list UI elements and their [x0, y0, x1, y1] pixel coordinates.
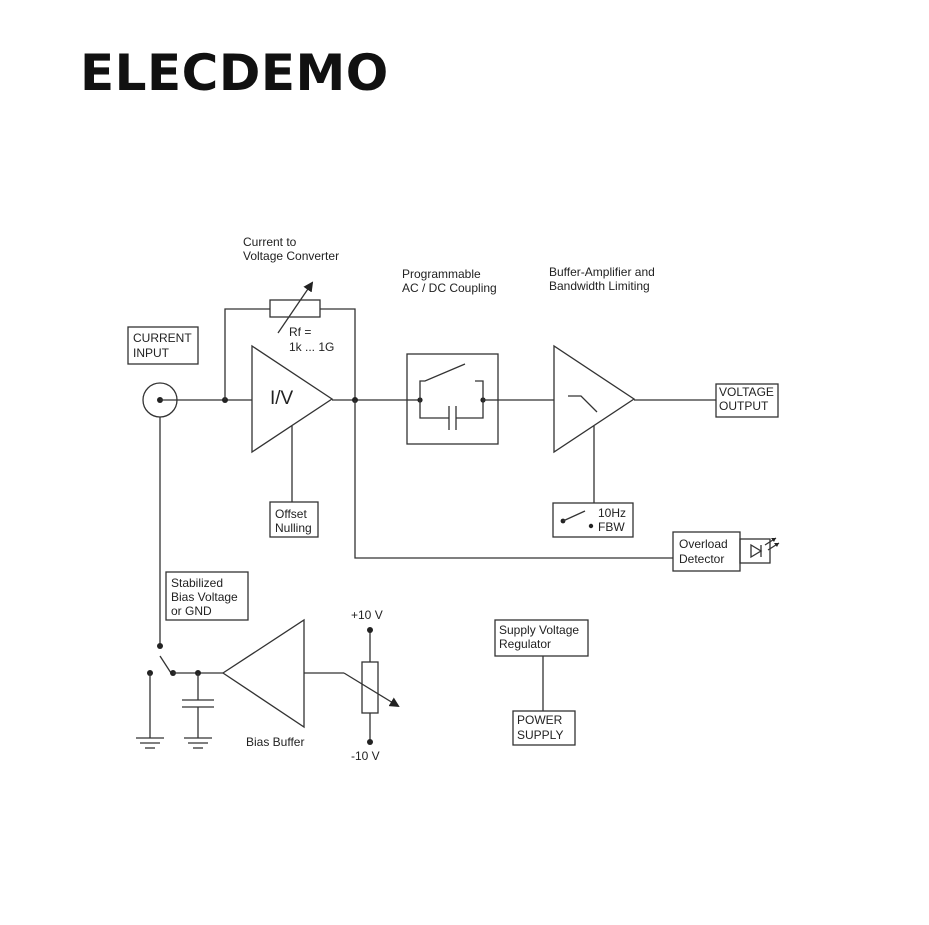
svg-text:Programmable: Programmable — [402, 267, 481, 281]
bias-selector-switch — [159, 655, 172, 674]
svg-text:CURRENT: CURRENT — [133, 331, 192, 345]
svg-text:10Hz: 10Hz — [598, 506, 626, 520]
minus10v-label: -10 V — [351, 749, 380, 763]
svg-text:Bandwidth Limiting: Bandwidth Limiting — [549, 279, 650, 293]
svg-text:INPUT: INPUT — [133, 346, 170, 360]
bias-buffer-amplifier — [221, 618, 305, 729]
svg-text:Detector: Detector — [679, 552, 724, 566]
svg-text:or GND: or GND — [171, 604, 212, 618]
pot-wiper-arrow — [343, 672, 400, 708]
potentiometer — [361, 627, 379, 745]
power-supply-box: POWER SUPPLY — [512, 710, 576, 746]
svg-text:POWER: POWER — [517, 713, 563, 727]
svg-text:Rf =: Rf = — [289, 325, 311, 339]
svg-text:Bias Voltage: Bias Voltage — [171, 590, 238, 604]
filter-capacitor — [182, 673, 214, 738]
svg-text:Offset: Offset — [275, 507, 307, 521]
supply-regulator-box: Supply Voltage Regulator — [494, 619, 589, 657]
ground-icon — [184, 737, 212, 749]
feedback-wire-left — [224, 308, 270, 400]
bias-buffer-label: Bias Buffer — [246, 735, 304, 749]
svg-text:Voltage Converter: Voltage Converter — [243, 249, 339, 263]
iv-converter-title: Current to Voltage Converter — [243, 235, 339, 263]
svg-text:AC / DC Coupling: AC / DC Coupling — [402, 281, 497, 295]
coupling-title: Programmable AC / DC Coupling — [402, 267, 497, 295]
svg-text:Buffer-Amplifier and: Buffer-Amplifier and — [549, 265, 655, 279]
svg-text:Supply Voltage: Supply Voltage — [499, 623, 579, 637]
rf-label: Rf = 1k ... 1G — [289, 325, 334, 354]
overload-wire — [354, 400, 673, 559]
iv-amplifier: I/V — [251, 344, 334, 454]
bias-voltage-label: Stabilized Bias Voltage or GND — [165, 571, 249, 621]
buffer-title: Buffer-Amplifier and Bandwidth Limiting — [549, 265, 655, 293]
voltage-output-label: VOLTAGE OUTPUT — [715, 383, 779, 418]
plus10v-label: +10 V — [351, 608, 383, 622]
svg-text:I/V: I/V — [270, 388, 294, 409]
switch-contact-dot — [157, 643, 163, 649]
svg-text:Nulling: Nulling — [275, 521, 312, 535]
svg-text:Overload: Overload — [679, 537, 728, 551]
svg-text:VOLTAGE: VOLTAGE — [719, 385, 774, 399]
feedback-resistor — [269, 281, 321, 334]
buffer-amplifier — [553, 344, 636, 454]
svg-text:Current to: Current to — [243, 235, 297, 249]
svg-text:Stabilized: Stabilized — [171, 576, 223, 590]
brand-title: ELECDEMO — [80, 44, 389, 102]
coupling-block — [406, 353, 499, 445]
svg-text:1k ... 1G: 1k ... 1G — [289, 340, 334, 354]
feedback-wire-right — [320, 308, 356, 400]
svg-text:OUTPUT: OUTPUT — [719, 399, 769, 413]
ground-icon — [136, 673, 164, 749]
offset-nulling-box: Offset Nulling — [269, 501, 319, 538]
bandwidth-switch: 10Hz FBW — [552, 502, 634, 538]
overload-detector-box: Overload Detector — [672, 531, 741, 572]
svg-text:FBW: FBW — [598, 520, 625, 534]
current-input-label: CURRENT INPUT — [127, 326, 199, 365]
led-icon — [739, 537, 780, 564]
svg-text:Regulator: Regulator — [499, 637, 551, 651]
svg-text:SUPPLY: SUPPLY — [517, 728, 563, 742]
